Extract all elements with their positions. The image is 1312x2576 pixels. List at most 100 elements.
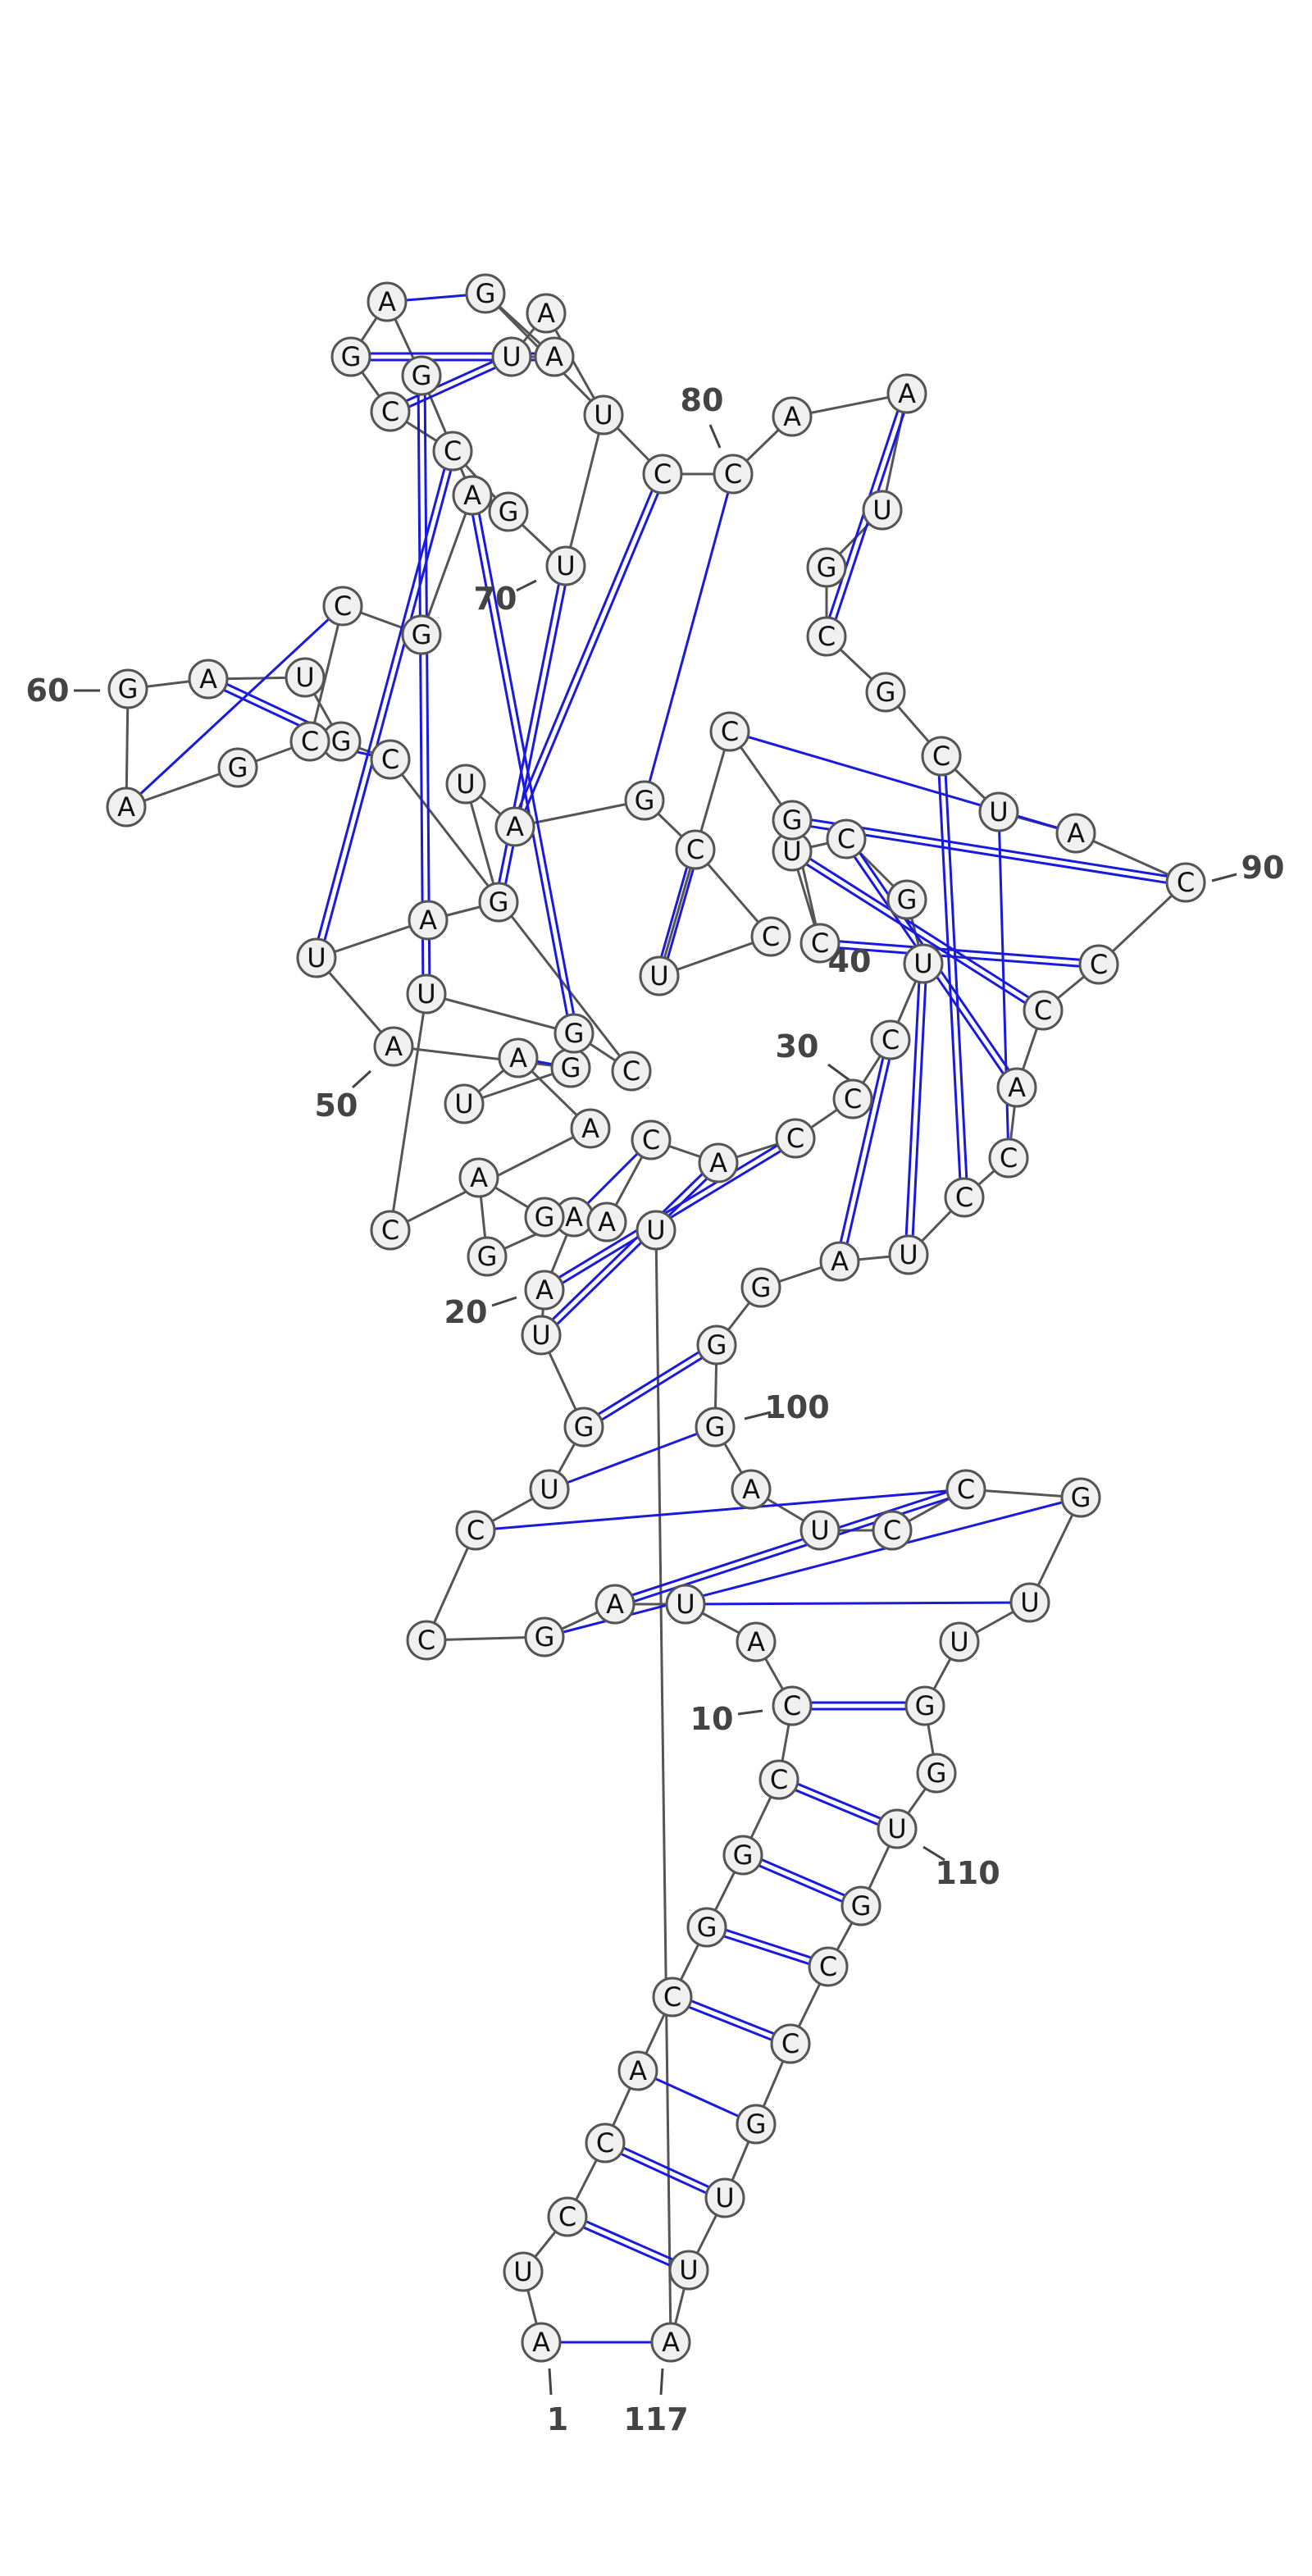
nucleotide-letter: G	[118, 673, 139, 704]
nucleotide-circle	[668, 2250, 709, 2291]
nucleotide-circle	[524, 1197, 565, 1238]
base-pair-bond	[542, 1164, 722, 1338]
base-pair-bond	[467, 495, 572, 1035]
nucleotide-letter: C	[957, 1474, 975, 1505]
nucleotide-letter: C	[786, 1123, 804, 1154]
nucleotide-circle	[624, 780, 665, 821]
nucleotide-letter: A	[565, 1201, 583, 1233]
nucleotide-letter: C	[781, 2028, 800, 2059]
nucleotide-letter: C	[783, 1690, 801, 1721]
base-pair-bond	[388, 352, 511, 410]
nucleotide-letter: C	[654, 458, 672, 490]
nucleotide-letter: G	[477, 1241, 498, 1272]
index-label: 117	[623, 2401, 688, 2437]
nucleotide: C	[322, 586, 363, 627]
nucleotide-letter: C	[334, 590, 352, 622]
nucleotide-letter: G	[412, 619, 432, 650]
nucleotide: G	[886, 879, 927, 920]
nucleotide: U	[444, 1083, 485, 1124]
nucleotide-circle	[840, 1885, 882, 1926]
nucleotide-letter: A	[662, 2327, 680, 2358]
nucleotide: G	[695, 1407, 736, 1448]
nucleotide-circle	[498, 1037, 539, 1078]
nucleotide-circle	[488, 491, 529, 532]
backbone-link	[654, 1229, 672, 2343]
nucleotide-circle	[886, 879, 927, 920]
nucleotide-letter: U	[456, 768, 475, 800]
nucleotide-letter: G	[476, 278, 496, 309]
index-label: 110	[935, 1855, 1000, 1891]
nucleotide-letter: U	[887, 1813, 906, 1844]
nucleotide-letter: U	[646, 1215, 665, 1246]
nucleotide: U	[978, 791, 1019, 832]
nucleotide-letter: G	[1071, 1482, 1091, 1513]
nucleotide-letter: C	[558, 2201, 576, 2232]
nucleotide: G	[563, 1407, 604, 1448]
nucleotide: C	[455, 1510, 496, 1551]
nucleotide: C	[772, 1685, 813, 1726]
nucleotide: G	[524, 1197, 565, 1238]
nucleotide: A	[736, 1621, 777, 1662]
nucleotide: A	[650, 2322, 691, 2363]
nucleotide-circle	[406, 1620, 447, 1661]
nucleotide: U	[862, 490, 903, 531]
nucleotide: A	[521, 2322, 562, 2363]
nucleotide-letter: U	[295, 662, 314, 693]
nucleotide-letter: C	[301, 726, 319, 757]
nucleotide-circle	[478, 882, 519, 923]
nucleotide-circle	[611, 1051, 652, 1092]
nucleotide-circle	[636, 1210, 676, 1251]
nucleotide: G	[722, 1835, 763, 1876]
nucleotide-circle	[872, 1510, 913, 1551]
nucleotide: G	[467, 1236, 508, 1277]
nucleotide: G	[624, 780, 665, 821]
nucleotide-letter: A	[629, 2055, 647, 2086]
nucleotide: A	[1055, 813, 1096, 854]
nucleotide-circle	[401, 614, 442, 655]
nucleotide: G	[806, 547, 847, 588]
nucleotide: C	[826, 818, 867, 859]
nucleotide-circle	[722, 1835, 763, 1876]
nucleotide-circle	[594, 1584, 636, 1625]
base-pair-bond	[500, 566, 571, 904]
nucleotide: G	[916, 1753, 957, 1794]
base-pair-bond	[417, 376, 425, 995]
nucleotide: C	[709, 711, 750, 752]
nucleotide: C	[1023, 990, 1064, 1031]
nucleotide: A	[617, 2050, 658, 2091]
base-pair-bond	[510, 472, 661, 827]
nucleotide: A	[996, 1067, 1037, 1108]
nucleotide: U	[583, 394, 624, 435]
nucleotide-circle	[563, 1407, 604, 1448]
nucleotide: G	[686, 1907, 727, 1948]
nucleotide: U	[521, 1315, 562, 1356]
base-pair-bond	[637, 2069, 757, 2126]
nucleotide: A	[534, 336, 575, 377]
nucleotide-circle	[772, 800, 813, 841]
nucleotide-letter: G	[635, 785, 655, 816]
nucleotide-letter: C	[1000, 1142, 1018, 1174]
nucleotide: C	[944, 1177, 985, 1218]
nucleotide: G	[321, 721, 362, 762]
index-tick	[708, 424, 722, 449]
nucleotide-letter: U	[513, 2256, 532, 2287]
nucleotide-circle	[921, 736, 962, 777]
nucleotide-circle	[217, 747, 258, 788]
nucleotide-circle	[529, 1469, 570, 1510]
nucleotide: G	[740, 1267, 781, 1308]
nucleotide-circle	[503, 2251, 544, 2292]
base-pair-bond	[835, 1038, 889, 1261]
index-label: 90	[1241, 850, 1285, 886]
nucleotide: U	[704, 2177, 745, 2218]
nucleotide-letter: U	[540, 1474, 558, 1505]
nucleotide-circle	[750, 916, 791, 957]
nucleotide: C	[758, 1759, 800, 1800]
nucleotide-letter: C	[955, 1182, 973, 1213]
nucleotide: C	[808, 1946, 849, 1987]
nucleotide: C	[432, 431, 473, 472]
nucleotide: A	[570, 1108, 611, 1149]
nucleotide-circle	[650, 2322, 691, 2363]
base-pair-bond	[423, 375, 431, 994]
index-tick	[659, 2368, 664, 2396]
